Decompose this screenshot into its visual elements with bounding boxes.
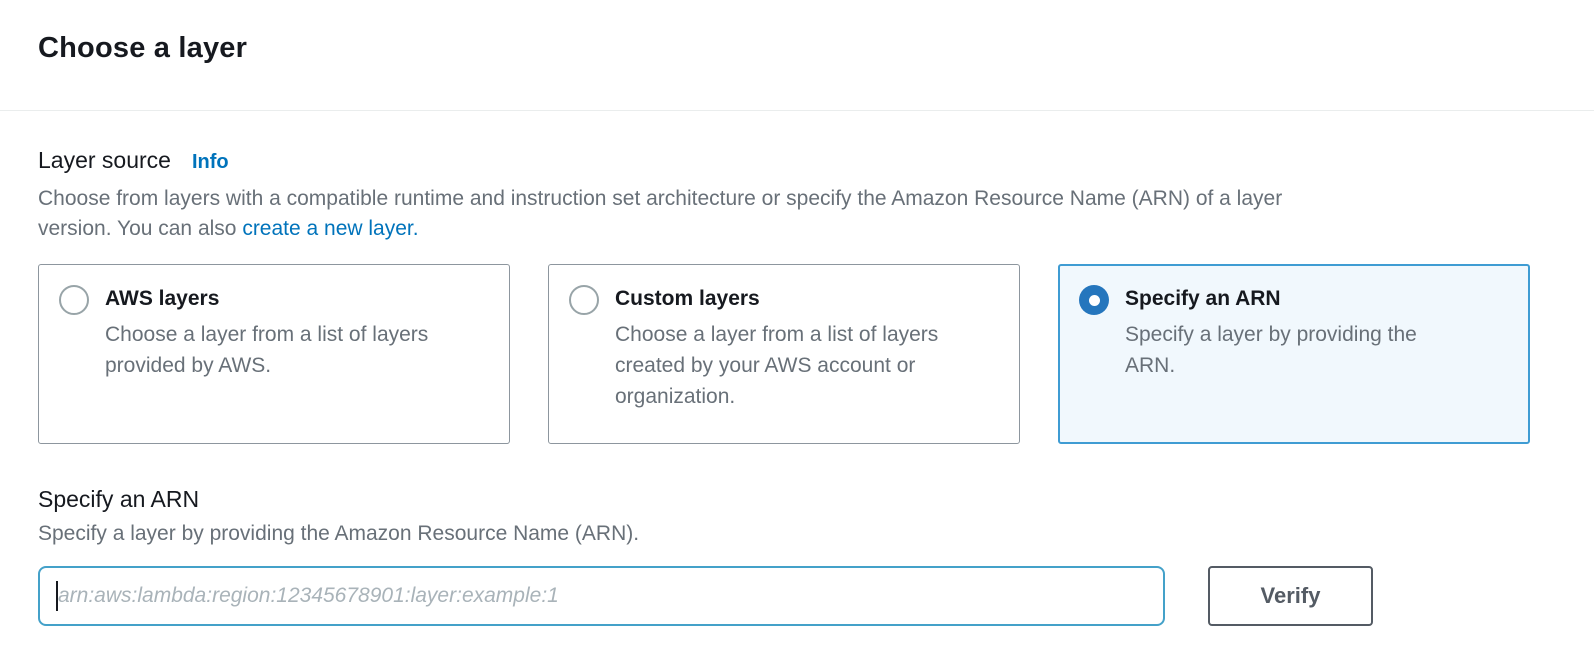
arn-input[interactable]	[38, 566, 1165, 626]
option-title: Custom layers	[615, 287, 760, 310]
layer-option-card-custom-layers[interactable]: Custom layers Choose a layer from a list…	[548, 264, 1020, 444]
radio-button-icon[interactable]	[1079, 285, 1109, 315]
info-link[interactable]: Info	[191, 151, 229, 173]
radio-button-icon[interactable]	[59, 285, 89, 315]
layer-source-description: Choose from layers with a compatible run…	[38, 184, 1530, 244]
option-title: Specify an ARN	[1125, 287, 1281, 310]
description-line1: Choose from layers with a compatible run…	[38, 187, 1283, 210]
layer-source-label: Layer source	[38, 147, 171, 173]
layer-option-card-specify-arn[interactable]: Specify an ARN Specify a layer by provid…	[1058, 264, 1530, 444]
page-title: Choose a layer	[38, 32, 248, 64]
verify-button[interactable]: Verify	[1208, 566, 1373, 626]
description-line2: version. You can also	[38, 217, 243, 240]
option-title: AWS layers	[105, 287, 220, 310]
dialog-header: Choose a layer	[0, 0, 1594, 111]
option-description: Specify a layer by providing the ARN.	[1125, 323, 1417, 377]
specify-arn-heading: Specify an ARN	[38, 486, 200, 512]
dialog-body: Layer source Info Choose from layers wit…	[0, 111, 1594, 626]
option-description: Choose a layer from a list of layers pro…	[105, 323, 429, 377]
layer-option-card-aws-layers[interactable]: AWS layers Choose a layer from a list of…	[38, 264, 510, 444]
layer-source-options: AWS layers Choose a layer from a list of…	[38, 264, 1530, 444]
specify-arn-description: Specify a layer by providing the Amazon …	[38, 522, 640, 545]
option-description: Choose a layer from a list of layers cre…	[615, 323, 939, 408]
radio-button-icon[interactable]	[569, 285, 599, 315]
create-layer-link[interactable]: create a new layer.	[242, 217, 419, 240]
layer-source-label-row: Layer source Info	[38, 147, 1556, 174]
text-caret	[56, 581, 58, 611]
arn-input-row: Verify	[38, 566, 1556, 626]
